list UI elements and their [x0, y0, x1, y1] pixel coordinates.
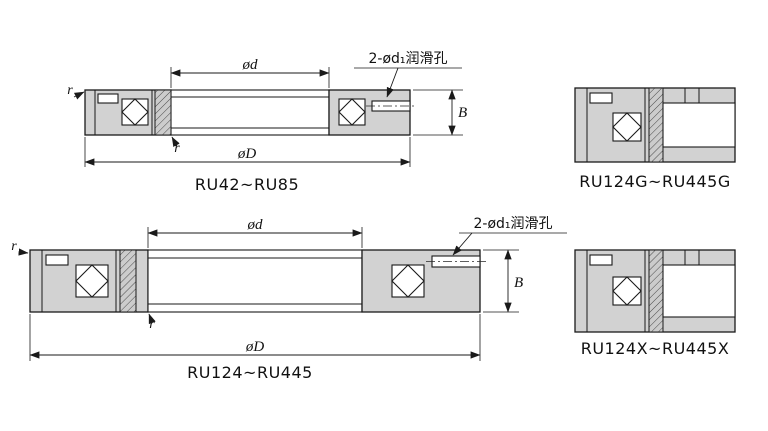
plug-hole	[589, 92, 613, 104]
diagram-ru124-ru445: ød øD B 2-ød₁润滑孔 r r RU124~RU445	[11, 215, 567, 382]
series-label-ru124: RU124~RU445	[187, 363, 313, 382]
series-label-ru42: RU42~RU85	[195, 175, 299, 194]
series-label-ru124g: RU124G~RU445G	[579, 172, 730, 191]
dim-label-d: ød	[247, 217, 264, 233]
dim-label-d: ød	[242, 57, 259, 73]
plug-hole	[589, 254, 613, 266]
crossed-roller-diamond-left	[121, 98, 149, 126]
leader-arrow	[386, 67, 399, 98]
clamp-ring-hatch	[119, 249, 137, 313]
clamp-ring-hatch	[648, 87, 664, 163]
clamp-ring-hatch	[648, 249, 664, 333]
diagram-ru124x-ru445x: RU124X~RU445X	[574, 249, 736, 358]
dim-label-D: øD	[237, 146, 257, 162]
leader-arrow	[171, 136, 180, 148]
dim-label-B: B	[458, 105, 467, 121]
fillet-label-outer: r	[11, 239, 17, 254]
clamp-ring-hatch	[154, 89, 172, 136]
inner-ring-band	[662, 102, 736, 148]
crossed-roller-diamond-right	[391, 264, 425, 298]
dim-label-D: øD	[245, 339, 265, 355]
inner-ring-band	[662, 264, 736, 318]
dim-label-B: B	[514, 275, 523, 291]
lube-callout-label: 2-ød₁润滑孔	[368, 50, 447, 67]
crossed-roller-diamond	[612, 112, 642, 142]
inner-ring-middle	[147, 249, 363, 313]
plug-hole	[45, 254, 69, 266]
crossed-roller-diamond	[612, 276, 642, 306]
series-label-ru124x: RU124X~RU445X	[581, 339, 730, 358]
leader-arrow	[452, 232, 473, 256]
plug-hole	[97, 93, 119, 104]
leader-arrow	[18, 248, 29, 256]
leader-arrow	[148, 313, 156, 325]
diagram-ru42-ru85: ød øD B 2-ød₁润滑孔 r r RU42~RU85	[67, 50, 467, 194]
crossed-roller-diamond-right	[338, 98, 366, 126]
crossed-roller-diamond-left	[75, 264, 109, 298]
diagram-ru124g-ru445g: RU124G~RU445G	[574, 87, 736, 191]
fillet-label-outer: r	[67, 83, 73, 98]
lube-callout-label: 2-ød₁润滑孔	[473, 215, 552, 232]
fillet-label-inner: r	[174, 141, 180, 156]
leader-arrow	[73, 91, 85, 100]
fillet-label-inner: r	[149, 317, 155, 332]
